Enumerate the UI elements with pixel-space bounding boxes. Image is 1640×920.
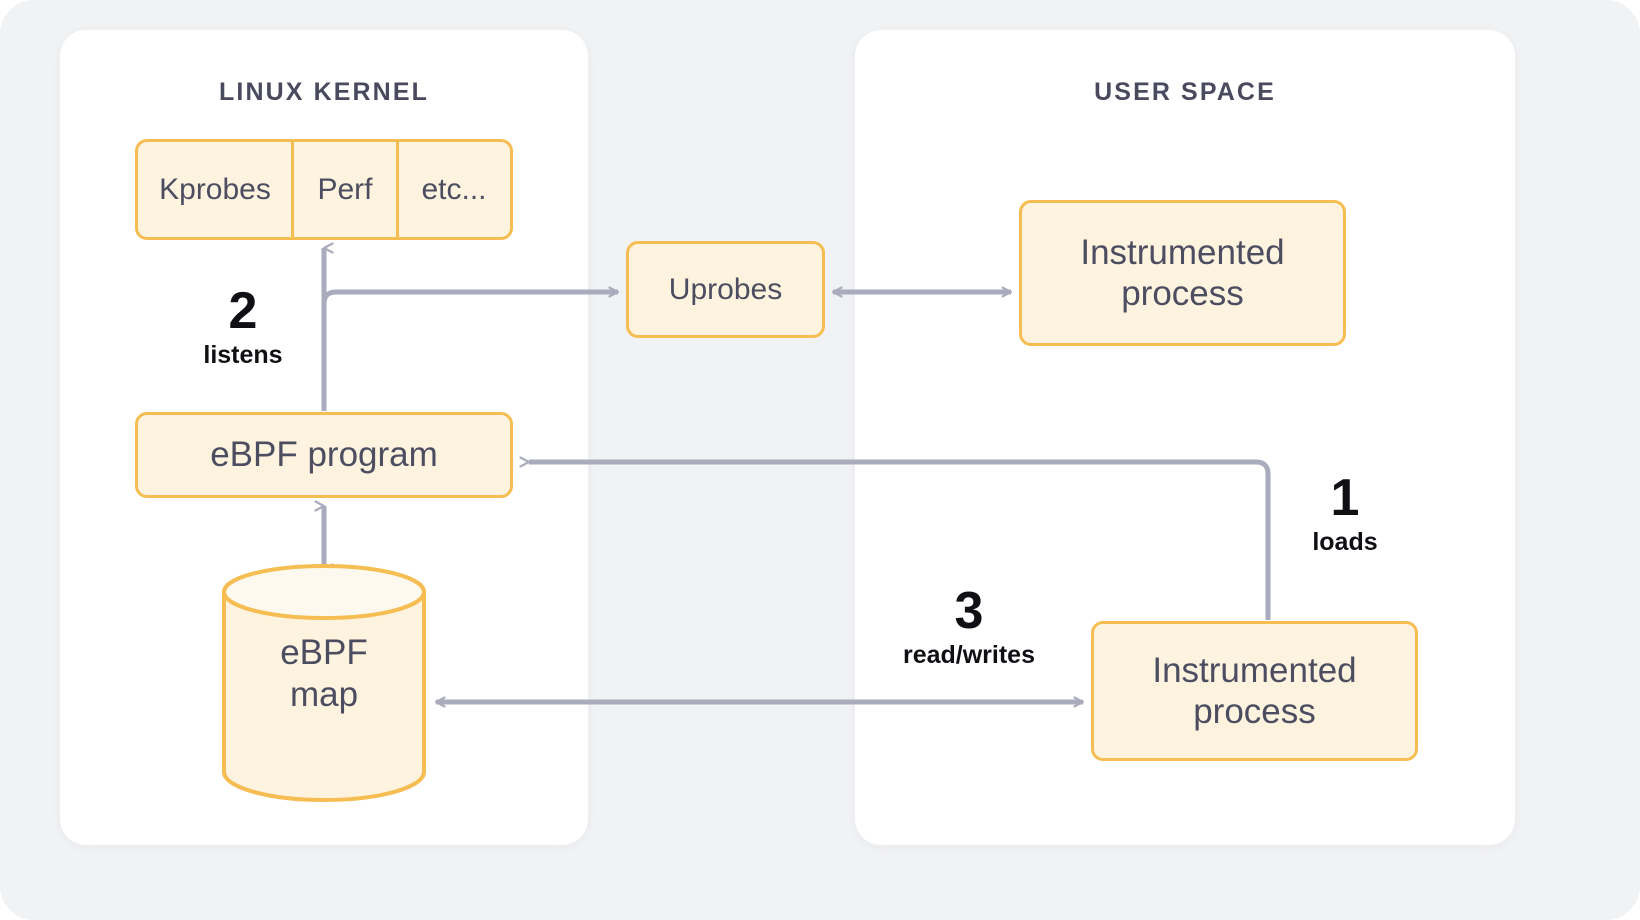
probe-cell-etc[interactable]: etc... (396, 142, 509, 237)
node-label-ebpf-program: eBPF program (210, 435, 438, 475)
node-label-uprobes: Uprobes (668, 272, 783, 306)
node-ebpf-map[interactable]: eBPF map (220, 562, 428, 802)
probe-cell-perf[interactable]: Perf (291, 142, 396, 237)
cylinder-shape (222, 564, 426, 802)
node-label-process-top-line1: Instrumented (1080, 232, 1285, 272)
probe-bar[interactable]: Kprobes Perf etc... (135, 139, 513, 240)
panel-title-linux-kernel: LINUX KERNEL (219, 78, 429, 106)
node-ebpf-program[interactable]: eBPF program (135, 412, 513, 498)
probe-cell-kprobes[interactable]: Kprobes (139, 142, 291, 237)
node-label-process-top-line2: process (1121, 274, 1244, 313)
step-number-1: 1 (1330, 469, 1360, 527)
node-label-process-bottom: Instrumented process (1152, 650, 1356, 733)
node-label-process-bottom-line1: Instrumented (1152, 650, 1357, 690)
node-uprobes[interactable]: Uprobes (626, 241, 825, 338)
step-label-1-loads: 1 loads (1295, 472, 1395, 555)
probe-label-etc: etc... (421, 172, 487, 206)
probe-label-kprobes: Kprobes (159, 172, 271, 206)
step-caption-loads: loads (1312, 528, 1378, 556)
node-label-process-top: Instrumented process (1080, 232, 1284, 315)
node-label-process-bottom-line2: process (1193, 692, 1316, 731)
node-instrumented-process-bottom[interactable]: Instrumented process (1091, 621, 1418, 761)
panel-title-user-space: USER SPACE (1094, 78, 1276, 106)
step-number-3: 3 (954, 582, 984, 640)
node-instrumented-process-top[interactable]: Instrumented process (1019, 200, 1346, 346)
step-number-2: 2 (228, 282, 258, 340)
probe-label-perf: Perf (317, 172, 373, 206)
step-caption-listens: listens (203, 341, 283, 369)
step-caption-read-writes: read/writes (902, 641, 1035, 669)
step-label-3-read-writes: 3 read/writes (884, 585, 1054, 668)
step-label-2-listens: 2 listens (193, 285, 293, 368)
